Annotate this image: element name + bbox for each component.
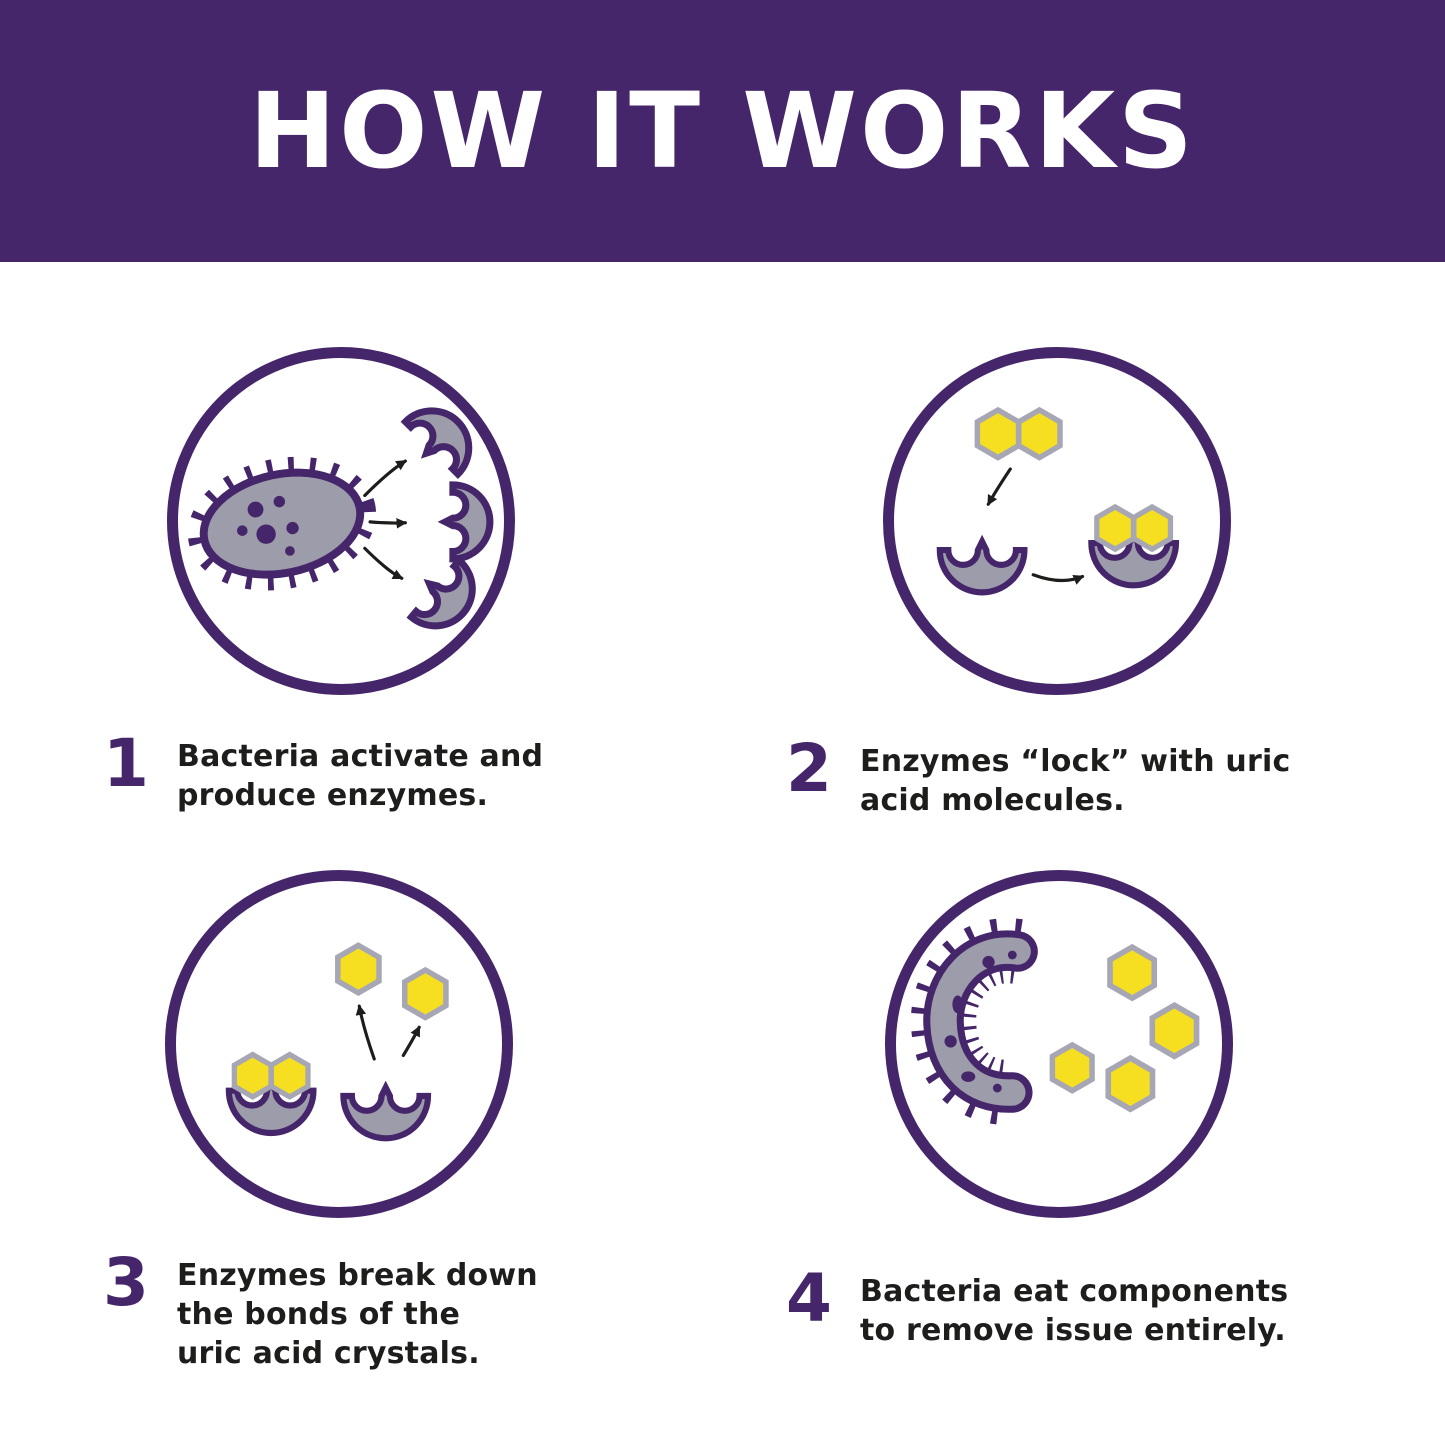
step-3-illustration-circle: [165, 870, 513, 1218]
curved-bacteria-icon: [910, 918, 1038, 1126]
empty-enzyme-icon: [343, 1088, 428, 1139]
arrow-icons: [355, 1004, 421, 1061]
arrow-icon: [363, 546, 404, 580]
enzyme-with-uric-acid-icon: [229, 1055, 314, 1133]
step-1-illustration-circle: [167, 347, 515, 695]
arrow-icon: [363, 459, 407, 498]
enzymes-locking-uric-acid-icon: [894, 347, 1220, 695]
bacteria-eating-components-icon: [910, 918, 1222, 1126]
free-uric-acid-crystals: [338, 945, 446, 1017]
uric-acid-hexagon-icon: [1108, 1058, 1152, 1109]
enzyme-icons: [400, 396, 490, 641]
arrow-icons: [363, 459, 408, 580]
step-1-caption: 1 Bacteria activate and produce enzymes.: [103, 725, 544, 815]
arrow-icon: [986, 467, 1012, 506]
step-4-text: Bacteria eat components to remove issue …: [860, 1274, 1289, 1348]
step-4-number: 4: [786, 1260, 832, 1337]
step-3-caption: 3 Enzymes break down the bonds of the ur…: [103, 1244, 538, 1373]
uric-acid-hexagon-icon: [405, 970, 446, 1018]
bacteria-spots: [237, 495, 299, 556]
step-2-caption: 2 Enzymes “lock” with uric acid molecule…: [786, 730, 1291, 820]
uric-acid-hexagon-icon: [1052, 1045, 1092, 1091]
step-2-number: 2: [786, 730, 832, 807]
step-2-illustration-circle: [883, 347, 1231, 695]
step-4-illustration-circle: [885, 870, 1233, 1218]
uric-acid-hexagon-icon: [1110, 947, 1154, 998]
header-banner: HOW IT WORKS: [0, 0, 1445, 262]
step-3-text: Enzymes break down the bonds of the uric…: [177, 1258, 538, 1371]
uric-acid-components: [1052, 947, 1196, 1109]
enzyme-icon: [400, 396, 484, 480]
arrow-icon: [368, 518, 408, 529]
step-1-number: 1: [103, 725, 149, 802]
enzyme-with-uric-acid-icon: [1091, 507, 1176, 585]
step-1-text: Bacteria activate and produce enzymes.: [177, 739, 544, 813]
step-4-caption: 4 Bacteria eat components to remove issu…: [786, 1260, 1289, 1350]
uric-acid-hexagon-icon: [1152, 1005, 1196, 1056]
enzymes-breaking-crystals-icon: [176, 870, 502, 1218]
arrow-icon: [1031, 573, 1085, 585]
step-3-number: 3: [103, 1244, 149, 1321]
bacteria-icon: [187, 456, 377, 591]
bacteria-spots: [944, 950, 1017, 1093]
uric-acid-molecule-icon: [977, 410, 1060, 458]
bacteria-producing-enzymes-icon: [187, 347, 504, 695]
enzyme-icon: [445, 485, 489, 559]
arrow-icon: [401, 1025, 421, 1058]
uric-acid-hexagon-icon: [338, 945, 379, 993]
page-title: HOW IT WORKS: [249, 70, 1196, 192]
enzyme-icon: [940, 542, 1025, 593]
enzyme-icon: [406, 556, 488, 641]
step-2-text: Enzymes “lock” with uric acid molecules.: [860, 744, 1291, 818]
arrow-icon: [355, 1004, 376, 1061]
